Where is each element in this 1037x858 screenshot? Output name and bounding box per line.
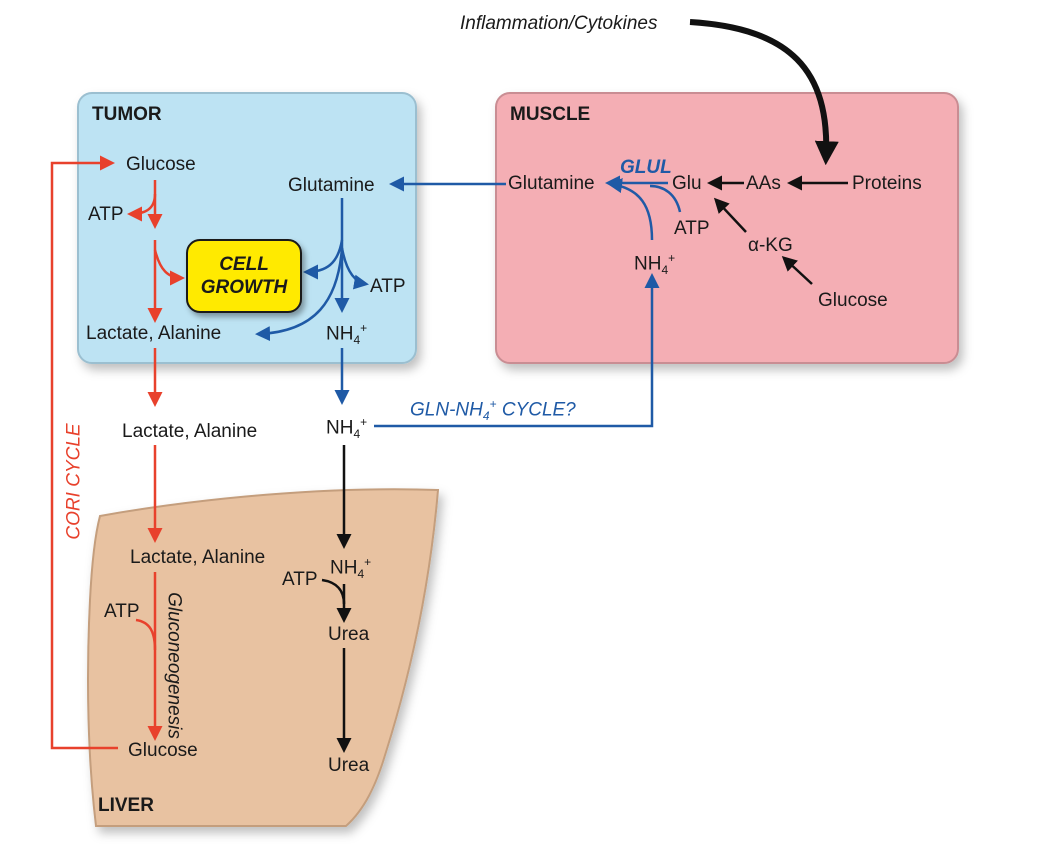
muscle-aas: AAs	[746, 173, 781, 194]
akg-to-glu	[713, 197, 747, 233]
liver-glucose: Glucose	[128, 740, 198, 761]
glul-label: GLUL	[620, 157, 672, 178]
glutamine-to-lactate	[255, 247, 344, 342]
muscle-label: MUSCLE	[510, 104, 591, 125]
muscle-glu: Glu	[672, 173, 702, 194]
liver-nh4: NH4+	[330, 555, 372, 582]
muscle-atp: ATP	[674, 218, 710, 239]
liver-label: LIVER	[98, 795, 154, 816]
muscle-region	[495, 92, 959, 364]
middle-lactate-alanine: Lactate, Alanine	[122, 421, 258, 442]
cori-cycle-loop	[50, 155, 118, 750]
glutamine-to-growth	[303, 239, 344, 280]
middle-nh4: NH4+	[326, 415, 368, 442]
muscle-glutamine: Glutamine	[508, 173, 595, 194]
cell-growth-box: CELL GROWTH	[186, 239, 302, 313]
tumor-atp-glycolysis: ATP	[88, 204, 124, 225]
glycolysis-growth-curve	[153, 249, 185, 286]
muscle-glucose: Glucose	[818, 290, 888, 311]
liver-lactate-alanine: Lactate, Alanine	[130, 547, 266, 568]
tumor-nh4: NH4+	[326, 321, 368, 348]
glycolysis-atp-curve	[127, 193, 157, 222]
inflammation-arrow	[689, 19, 839, 166]
muscle-nh4: NH4+	[634, 251, 676, 278]
liver-urea-1: Urea	[328, 624, 370, 645]
inflammation-label: Inflammation/Cytokines	[460, 13, 658, 34]
tumor-atp-glutamine: ATP	[370, 276, 406, 297]
cell-growth-line1: CELL	[219, 254, 269, 275]
urea-atp-curve	[321, 578, 346, 605]
tumor-lactate-alanine: Lactate, Alanine	[86, 323, 222, 344]
glul-curve-atp	[649, 184, 682, 213]
tumor-glutamine: Glutamine	[288, 175, 375, 196]
tumor-region	[77, 92, 417, 364]
liver-urea-2: Urea	[328, 755, 370, 776]
tumor-glucose: Glucose	[126, 154, 196, 175]
cell-growth-line2: GROWTH	[200, 277, 288, 298]
gluconeogenesis-atp-curve	[135, 618, 157, 651]
liver-region	[87, 488, 440, 827]
liver-atp-gluconeo: ATP	[104, 601, 140, 622]
glucose-to-akg	[781, 255, 813, 285]
gln-nh4-cycle-line	[374, 273, 660, 428]
gluconeogenesis-label: Gluconeogenesis	[163, 592, 185, 739]
cori-cycle-label: CORI CYCLE	[63, 423, 85, 540]
liver-atp-urea: ATP	[282, 569, 318, 590]
muscle-akg: α-KG	[748, 235, 793, 256]
gln-nh4-cycle-label: GLN-NH4+ CYCLE?	[410, 397, 576, 424]
muscle-proteins: Proteins	[852, 173, 922, 194]
tumor-label: TUMOR	[92, 104, 162, 125]
glutamine-to-atp	[340, 247, 369, 290]
